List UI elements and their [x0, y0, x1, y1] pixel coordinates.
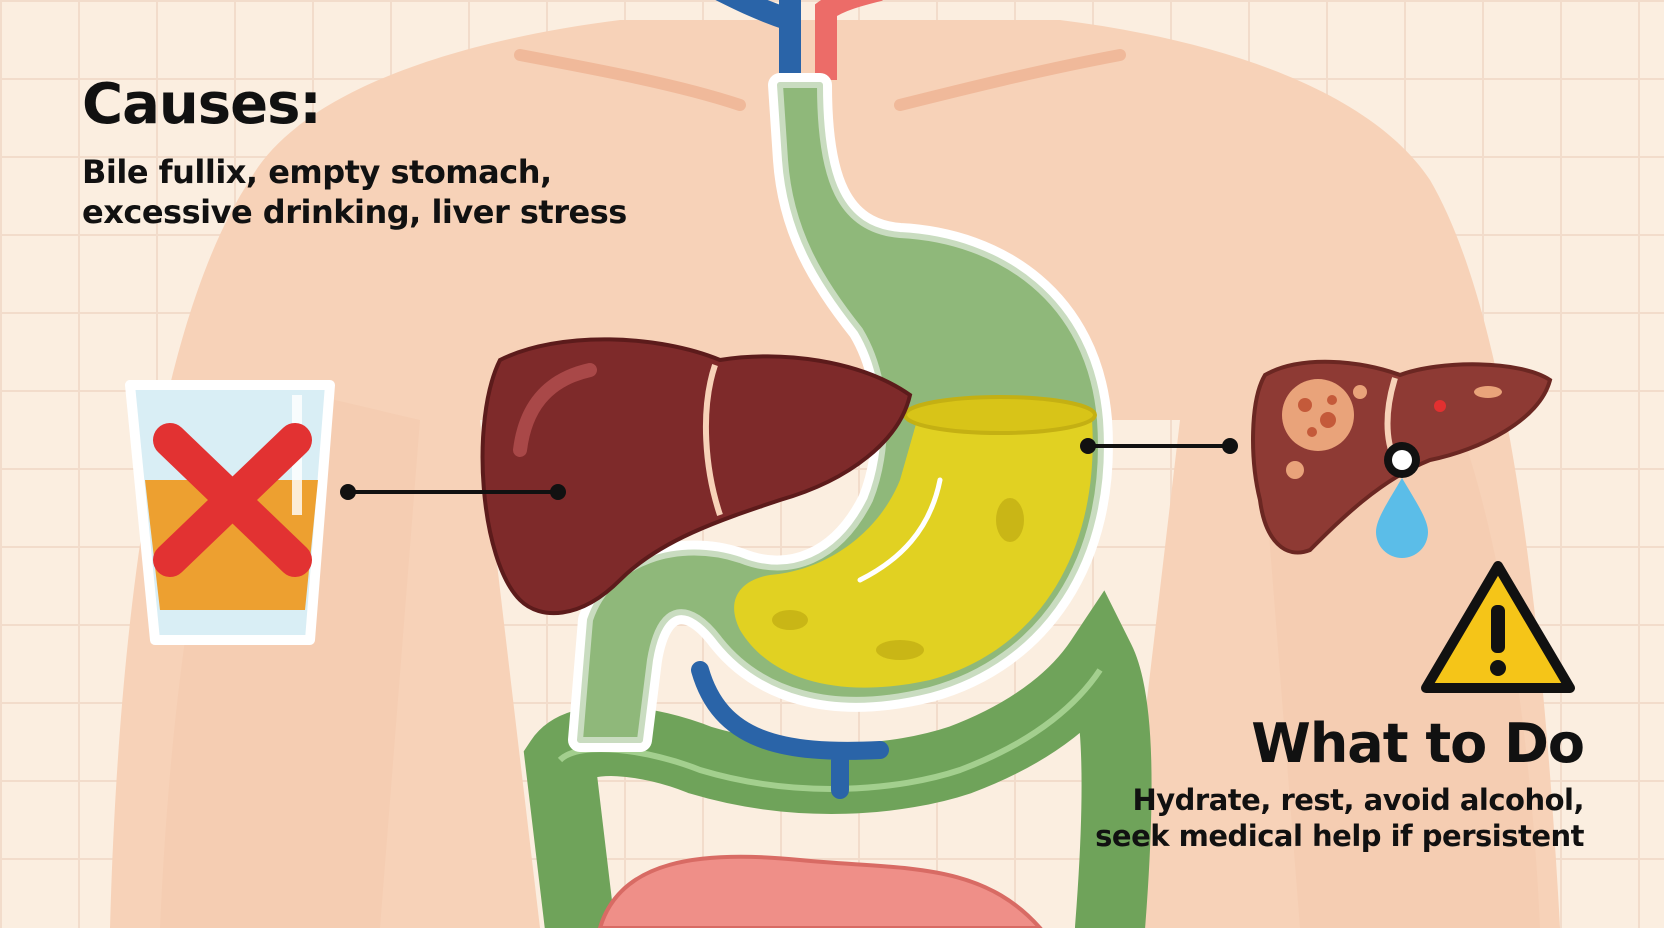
causes-line-2: excessive drinking, liver stress [82, 193, 627, 231]
small-intestine-icon [597, 854, 1043, 928]
bile-pool [734, 403, 1093, 688]
colon-icon [523, 590, 1152, 928]
liver-highlight [513, 363, 597, 457]
connector-stomach-liver [1080, 438, 1238, 454]
causes-line-1: Bile fullix, empty stomach, [82, 153, 552, 191]
what-to-do-line-1: Hydrate, rest, avoid alcohol, [1132, 783, 1585, 817]
liver-icon [480, 337, 913, 616]
portal-vein-icon [691, 661, 889, 799]
drop-icon [1376, 478, 1428, 558]
causes-title: Causes: [82, 72, 322, 137]
liver-lobe-line [702, 364, 723, 516]
collarbone-right [894, 49, 1126, 111]
vein-icon [715, 0, 801, 80]
bile-bubble-1 [772, 610, 808, 630]
bile-highlight [857, 477, 943, 583]
causes-description: Bile fullix, empty stomach, excessive dr… [82, 152, 642, 232]
warning-icon [1421, 561, 1575, 693]
what-to-do-line-2: seek medical help if persistent [1095, 819, 1584, 853]
what-to-do-description: Hydrate, rest, avoid alcohol, seek medic… [1095, 782, 1584, 854]
torso-silhouette [110, 20, 1560, 928]
diseased-liver-icon [1251, 359, 1553, 555]
what-to-do-title: What to Do [1251, 712, 1585, 775]
bile-bubble-2 [876, 640, 924, 660]
connector-glass-liver [340, 484, 566, 500]
bile-surface [903, 395, 1097, 435]
bile-bubble-3 [996, 498, 1024, 542]
collarbone-left [514, 49, 746, 111]
artery-icon [815, 0, 883, 80]
cross-icon [153, 423, 312, 577]
